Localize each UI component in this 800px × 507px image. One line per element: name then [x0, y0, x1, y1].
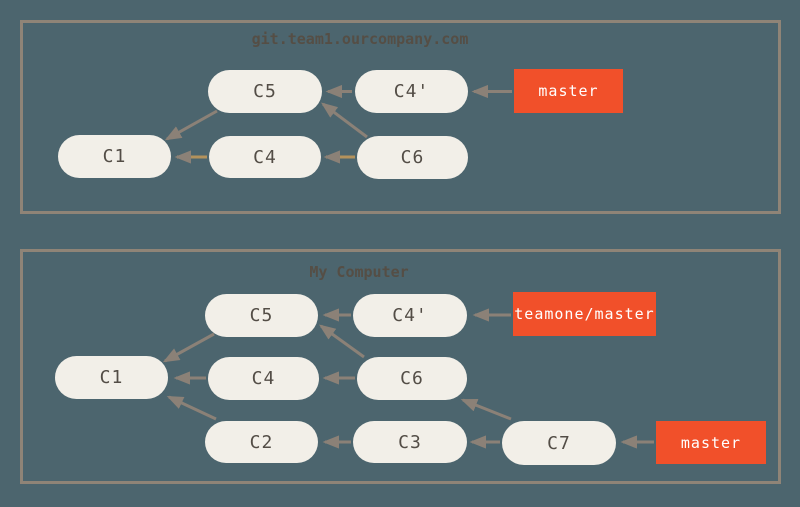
commit-node-c3-local: C3 [353, 421, 467, 463]
branch-label-master-server: master [514, 69, 623, 113]
commit-node-c5-local: C5 [205, 294, 318, 337]
branch-label-master-local: master [656, 421, 766, 464]
commit-node-c1-local: C1 [55, 356, 168, 399]
commit-node-c4-server: C4 [209, 136, 321, 178]
commit-node-c2-local: C2 [205, 421, 318, 463]
commit-node-c7-local: C7 [502, 421, 616, 465]
local-repo-panel [20, 249, 781, 484]
commit-node-c6-local: C6 [357, 357, 467, 400]
commit-node-c4prime-local: C4' [353, 294, 467, 337]
commit-node-c1-server: C1 [58, 135, 171, 178]
commit-node-c5-server: C5 [208, 70, 322, 113]
server-repo-panel [20, 20, 781, 214]
server-repo-title: git.team1.ourcompany.com [251, 30, 469, 48]
branch-label-teamone-master-local: teamone/master [513, 292, 656, 336]
local-repo-title: My Computer [309, 263, 409, 281]
commit-node-c4-local: C4 [208, 357, 319, 400]
commit-node-c4prime-server: C4' [355, 70, 468, 113]
commit-node-c6-server: C6 [357, 136, 468, 179]
